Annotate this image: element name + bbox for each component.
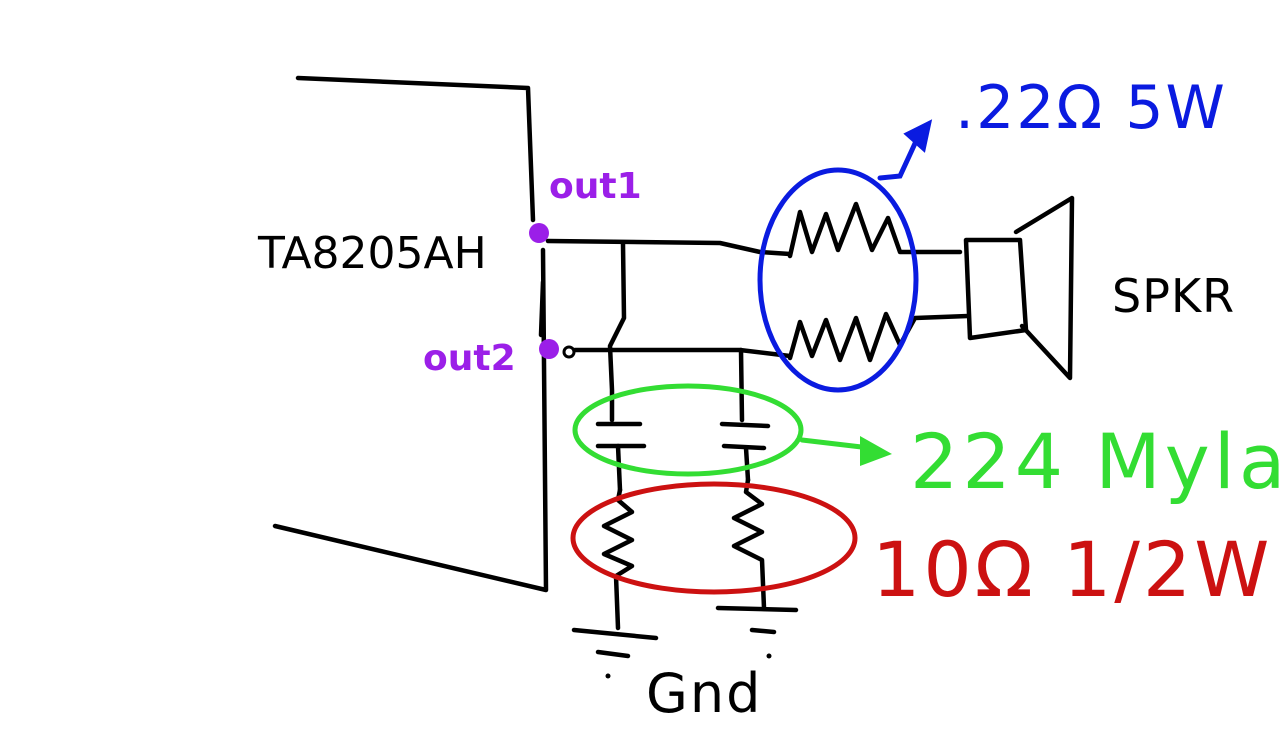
out1-pin-marker xyxy=(529,223,549,243)
ground-symbol-right xyxy=(715,605,799,659)
series-resistor-label: .22Ω 5W xyxy=(955,73,1227,143)
snubber-resistor-left xyxy=(601,487,635,631)
chip-label: TA8205AH xyxy=(257,228,487,279)
out2-pin-marker xyxy=(539,339,559,359)
capacitor-highlight xyxy=(572,383,804,477)
out2-label: out2 xyxy=(423,338,516,379)
series-resistor-highlight xyxy=(757,167,919,393)
capacitor-left xyxy=(595,421,647,493)
snubber-resistor-label: 10Ω 1/2W xyxy=(872,525,1272,614)
snubber-resistor-highlight xyxy=(570,481,858,595)
speaker-label: SPKR xyxy=(1112,269,1235,323)
capacitor-right xyxy=(719,421,771,483)
series-resistor-arrowhead xyxy=(903,119,933,153)
capacitor-label: 224 Mylar xyxy=(910,417,1280,506)
ground-label: Gnd xyxy=(646,662,762,725)
out2-wire xyxy=(572,347,793,359)
out1-label: out1 xyxy=(549,166,642,207)
series-resistor-top xyxy=(787,201,963,259)
ground-symbol-left xyxy=(571,627,659,679)
out2-pin-terminal xyxy=(562,345,576,359)
snubber-resistor-right xyxy=(731,477,767,611)
chip-pin-divider xyxy=(538,279,546,338)
speaker-body xyxy=(963,237,1029,341)
speaker-cone xyxy=(1013,195,1075,381)
out1-wire xyxy=(545,238,793,257)
series-resistor-bottom xyxy=(787,311,971,363)
chip-outline xyxy=(272,75,549,593)
out2-branch-wire xyxy=(738,347,745,423)
capacitor-arrowhead xyxy=(860,436,892,466)
capacitor-arrow xyxy=(799,437,873,451)
